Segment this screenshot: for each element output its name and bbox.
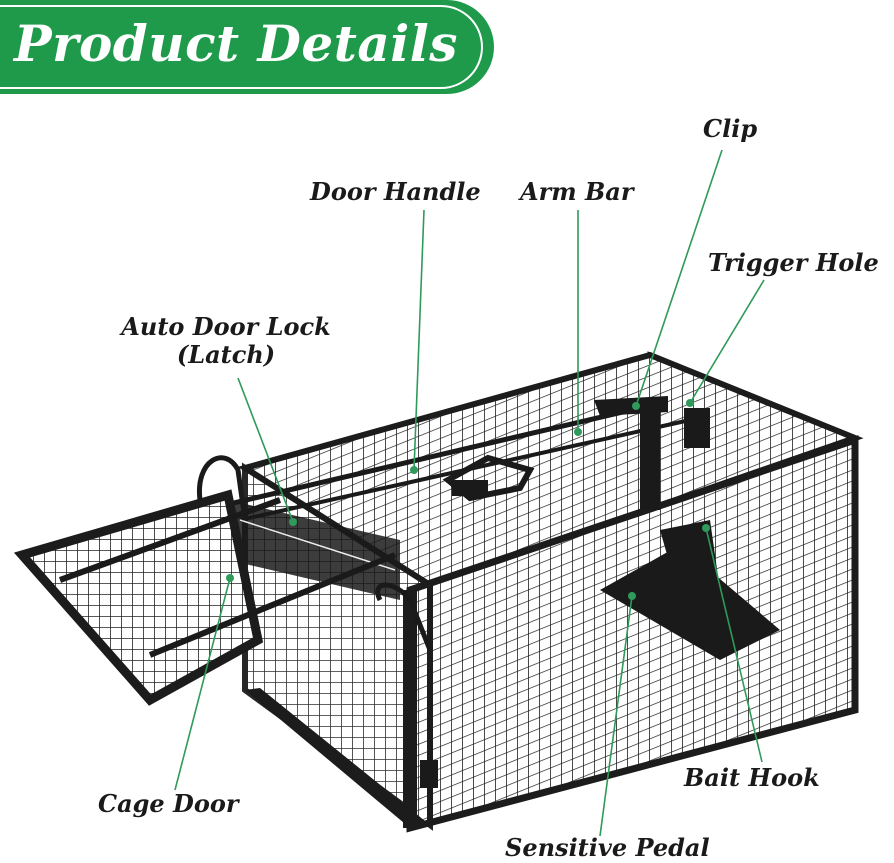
leader-trigger-hole bbox=[689, 279, 765, 404]
label-auto-door-lock: Auto Door Lock (Latch) bbox=[108, 313, 344, 369]
label-trigger-hole: Trigger Hole bbox=[708, 248, 879, 277]
label-arm-bar: Arm Bar bbox=[520, 177, 634, 206]
cage-bottom-frame bbox=[245, 688, 430, 828]
label-sensitive-pedal: Sensitive Pedal bbox=[505, 833, 710, 862]
leader-lines bbox=[174, 149, 765, 837]
title-banner-border bbox=[0, 5, 483, 89]
sensitive-pedal-plate bbox=[600, 520, 780, 660]
leader-dots bbox=[226, 399, 710, 600]
label-door-handle: Door Handle bbox=[310, 177, 481, 206]
label-auto-door-lock-line1: Auto Door Lock bbox=[121, 312, 331, 341]
leader-auto-door-lock bbox=[237, 377, 294, 523]
leader-door-handle bbox=[413, 209, 425, 471]
title-banner: Product Details bbox=[0, 0, 494, 94]
cage-door bbox=[13, 455, 438, 788]
leader-clip bbox=[635, 149, 723, 407]
page-title: Product Details bbox=[14, 14, 458, 73]
leader-bait-hook bbox=[705, 527, 763, 763]
leader-cage-door bbox=[174, 577, 231, 791]
label-auto-door-lock-line2: (Latch) bbox=[176, 340, 276, 369]
cage-front-side-panel bbox=[403, 435, 859, 833]
label-bait-hook: Bait Hook bbox=[684, 763, 820, 792]
auto-door-lock-latch bbox=[228, 500, 400, 600]
label-clip: Clip bbox=[703, 114, 758, 143]
leader-sensitive-pedal bbox=[599, 595, 633, 837]
label-cage-door: Cage Door bbox=[98, 789, 239, 818]
arm-bar-and-handle bbox=[224, 405, 691, 522]
